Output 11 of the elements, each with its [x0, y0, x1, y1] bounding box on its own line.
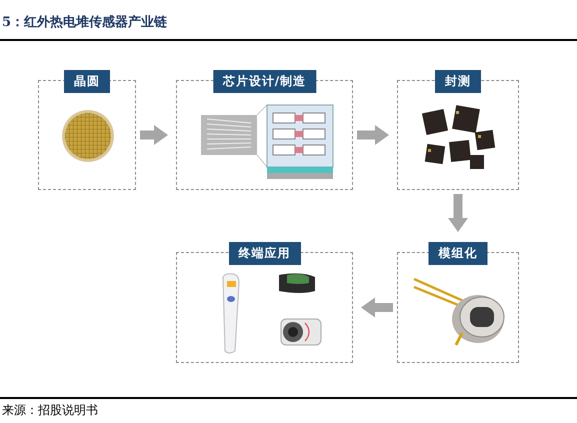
- stage-heading: 芯片设计/制造: [212, 70, 316, 93]
- figure-title: 5：红外热电堆传感器产业链: [2, 14, 168, 31]
- stage-heading: 封测: [435, 70, 481, 93]
- block-arrow: [361, 298, 393, 318]
- stage-heading: 晶圆: [64, 70, 110, 93]
- block-arrow: [357, 125, 389, 145]
- block-arrow: [140, 125, 168, 145]
- block-arrow: [448, 194, 468, 232]
- stage-heading: 终端应用: [228, 242, 300, 265]
- source-note: 来源：招股说明书: [2, 402, 98, 419]
- stage-heading: 模组化: [428, 242, 488, 265]
